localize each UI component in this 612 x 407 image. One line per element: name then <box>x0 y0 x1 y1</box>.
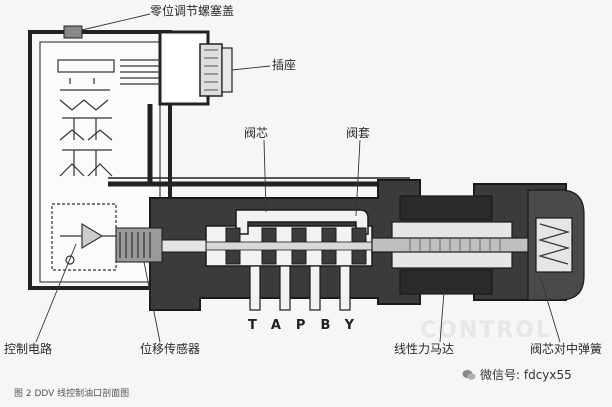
valve-body <box>115 179 585 311</box>
port-labels: TAPBY <box>248 318 370 333</box>
figure-caption: 图 2 DDV 线控制油口剖面图 <box>14 389 130 399</box>
label-sleeve: 阀套 <box>346 126 371 140</box>
label-displacement-sensor: 位移传感器 <box>140 342 201 356</box>
wechat-id: 微信号: fdcyx55 <box>480 368 572 382</box>
label-linear-motor: 线性力马达 <box>394 342 455 356</box>
label-spool: 阀芯 <box>244 126 269 140</box>
wechat-icon <box>462 370 476 380</box>
label-socket: 插座 <box>272 58 297 72</box>
label-centering-spring: 阀芯对中弹簧 <box>530 342 603 356</box>
ghost-watermark: CONTROL <box>420 318 552 343</box>
leader-lines <box>35 13 561 343</box>
wechat-watermark: 微信号: fdcyx55 <box>462 366 572 383</box>
label-zero-cap: 零位调节螺塞盖 <box>150 4 235 18</box>
label-control-circuit: 控制电路 <box>4 342 53 356</box>
